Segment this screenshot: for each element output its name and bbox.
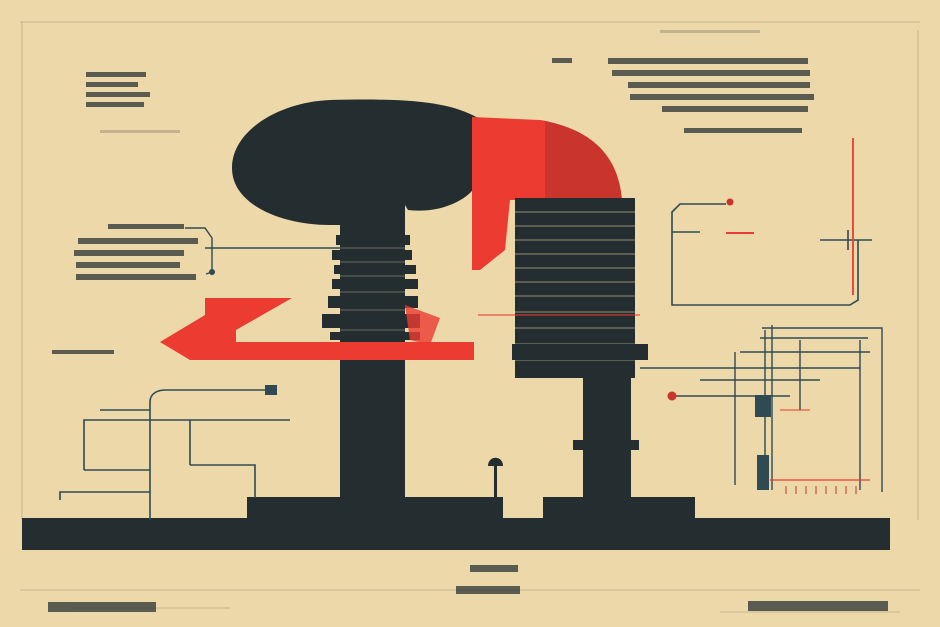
left-pillar-grooves	[326, 247, 420, 331]
right-base	[543, 497, 695, 519]
right-column-shaft	[583, 375, 631, 500]
small-post-stem	[494, 466, 497, 498]
gauge-block	[755, 395, 771, 417]
left-pillar-rings	[322, 235, 420, 340]
illegible-text-marks	[48, 30, 888, 612]
ground-slab	[22, 518, 890, 550]
upper-right-frame	[671, 203, 872, 306]
gauge-foot	[757, 455, 769, 490]
red-dot-top	[726, 198, 734, 206]
pipe-valve	[265, 385, 277, 395]
dark-head-shape	[232, 99, 478, 225]
red-dot-gauge	[667, 391, 677, 401]
leader-node	[209, 269, 215, 275]
red-arch-shade	[540, 120, 622, 200]
left-base	[247, 497, 503, 519]
left-leader-lines	[185, 227, 340, 275]
small-post	[488, 457, 503, 466]
right-column-ledge	[512, 344, 648, 360]
red-arrow-accent	[405, 305, 440, 345]
lower-left-pipes	[59, 389, 290, 520]
red-arrow-band	[160, 298, 474, 360]
gauge-ticks	[785, 486, 857, 494]
right-column-collar	[573, 440, 639, 450]
